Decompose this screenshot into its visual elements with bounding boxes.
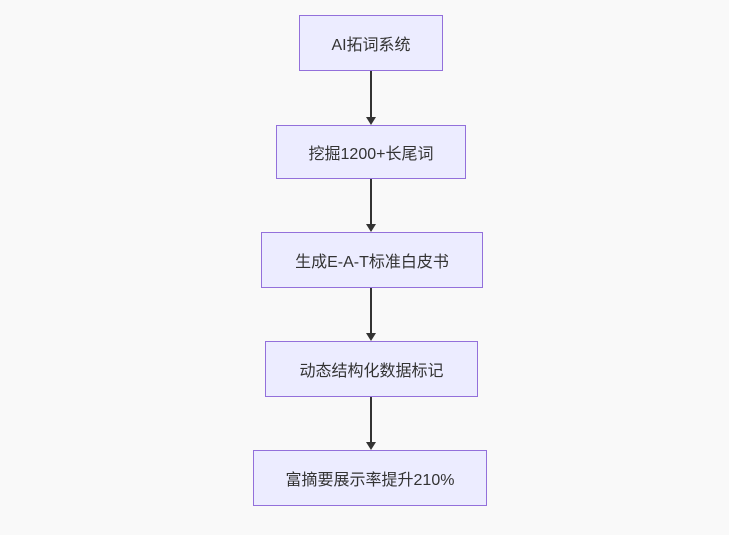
arrow-down-icon	[366, 333, 376, 341]
arrow-down-icon	[366, 117, 376, 125]
flow-node-label: AI拓词系统	[331, 37, 411, 54]
arrow-down-icon	[366, 224, 376, 232]
flow-arrow-3	[366, 397, 376, 450]
arrow-line	[370, 71, 372, 117]
arrow-line	[370, 179, 372, 224]
flow-arrow-0	[366, 71, 376, 125]
flow-node-4: 富摘要展示率提升210%	[253, 450, 487, 506]
flow-node-1: 挖掘1200+长尾词	[276, 125, 466, 179]
flow-node-label: 动态结构化数据标记	[299, 363, 444, 380]
flow-node-0: AI拓词系统	[299, 15, 443, 71]
flow-node-label: 富摘要展示率提升210%	[285, 472, 455, 489]
flow-node-3: 动态结构化数据标记	[265, 341, 478, 397]
arrow-down-icon	[366, 442, 376, 450]
flow-arrow-2	[366, 288, 376, 341]
arrow-line	[370, 397, 372, 442]
arrow-line	[370, 288, 372, 333]
flow-arrow-1	[366, 179, 376, 232]
flow-node-2: 生成E-A-T标准白皮书	[261, 232, 483, 288]
flow-node-label: 挖掘1200+长尾词	[308, 146, 434, 163]
flow-node-label: 生成E-A-T标准白皮书	[295, 254, 449, 271]
